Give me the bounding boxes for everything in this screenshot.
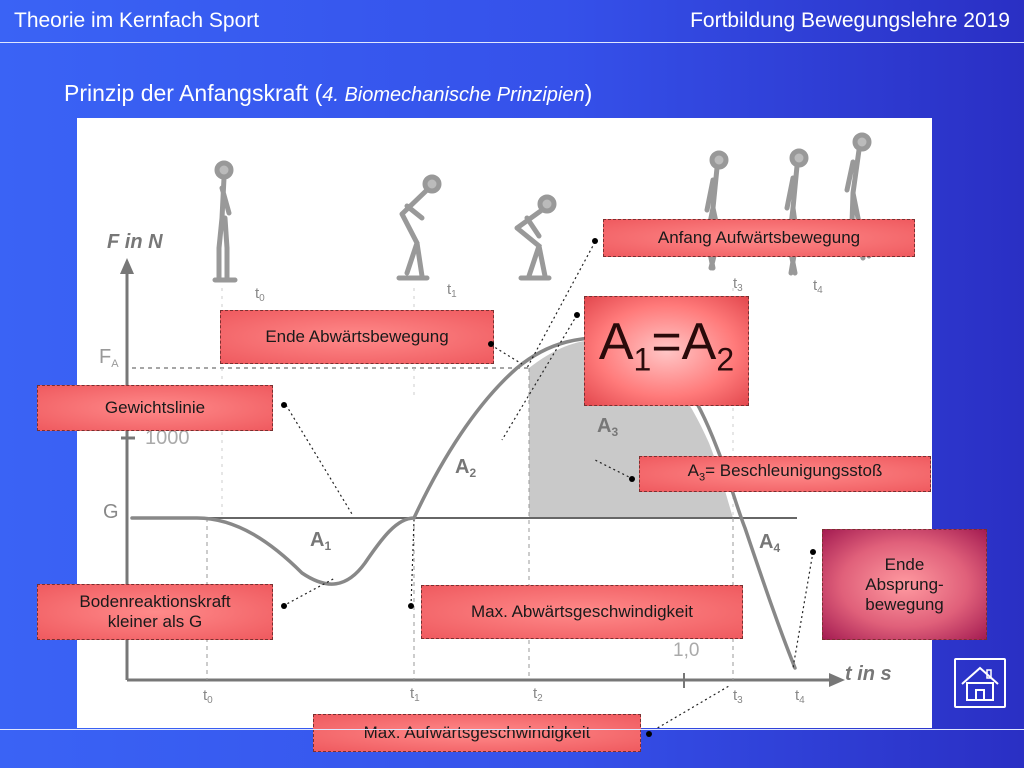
callout-ende-absprung-dot [810, 549, 816, 555]
callout-max-aufwaerts-dot [646, 731, 652, 737]
leader-a3 [594, 459, 634, 480]
leader-gewichtslinie [285, 404, 353, 515]
area-label-a4: A4 [759, 531, 780, 555]
callout-anfang-aufwaerts: Anfang Aufwärtsbewegung [603, 219, 915, 257]
time-label-t1: t1 [410, 685, 420, 704]
y-axis-arrow [120, 258, 134, 274]
callout-ende-abwaerts: Ende Abwärtsbewegung [220, 310, 494, 364]
callout-a3-dot [629, 476, 635, 482]
slide-title-main: Prinzip der Anfangskraft ( [64, 80, 323, 106]
event-title: Fortbildung Bewegungslehre 2019 [690, 9, 1010, 32]
callout-anfang-aufwaerts-text: Anfang Aufwärtsbewegung [657, 228, 861, 247]
time-label-t0: t0 [203, 687, 213, 706]
time-label-t4-top: t4 [813, 277, 823, 296]
callout-a3-beschleunigungsstoss: A3= Beschleunigungsstoß [639, 456, 931, 492]
time-label-t2: t2 [533, 685, 543, 704]
callout-ende-abwaerts-dot [488, 341, 494, 347]
figure-t4 [784, 148, 809, 276]
home-button[interactable] [954, 658, 1006, 708]
leader-bodenreaktion [282, 577, 336, 607]
area-label-a3: A3 [597, 415, 618, 439]
area-label-a1: A1 [310, 529, 331, 553]
slide-title-close: ) [584, 80, 593, 106]
callout-bodenreaktionskraft-dot [281, 603, 287, 609]
leader-equation [501, 314, 578, 441]
callout-anfang-aufwaerts-dot [592, 238, 598, 244]
x-axis-label: t in s [845, 663, 892, 685]
figure-t3 [704, 150, 729, 271]
time-label-t4: t4 [795, 687, 805, 706]
tick-1-0-label: 1,0 [673, 640, 699, 661]
course-title: Theorie im Kernfach Sport [14, 9, 260, 32]
leader-anfang [526, 241, 596, 369]
leader-max-abwaerts [410, 519, 415, 607]
time-label-t3: t3 [733, 687, 743, 706]
leader-max-aufwaerts [656, 685, 730, 728]
time-label-t1-top: t1 [447, 281, 457, 300]
callout-max-abwaerts-text: Max. Abwärtsgeschwindigkeit [470, 602, 694, 621]
figure-t2 [514, 194, 557, 281]
y-axis-label: F in N [107, 231, 163, 253]
callout-max-aufwaertsgeschwindigkeit: Max. Aufwärtsgeschwindigkeit [313, 714, 641, 752]
slide-title-sub: 4. Biomechanische Prinzipien [322, 84, 585, 106]
area-label-a2: A2 [455, 456, 476, 480]
callout-max-aufwaerts-text: Max. Aufwärtsgeschwindigkeit [363, 723, 591, 742]
fa-label: FA [99, 346, 119, 370]
header-bar: Theorie im Kernfach Sport Fortbildung Be… [0, 0, 1024, 42]
equation-dot [574, 312, 580, 318]
figure-t5 [844, 132, 872, 261]
time-label-t0-top: t0 [255, 285, 265, 304]
callout-ende-abwaerts-text: Ende Abwärtsbewegung [265, 327, 449, 346]
leader-ende-absprung [792, 551, 814, 669]
callout-gewichtslinie-text: Gewichtslinie [104, 398, 206, 417]
footer-divider [0, 729, 1024, 730]
home-icon [961, 666, 999, 701]
time-label-t3-top: t3 [733, 275, 743, 294]
leader-ende-abwaerts [490, 344, 523, 365]
x-axis-arrow [829, 673, 845, 687]
force-curve [130, 336, 797, 670]
tick-1000-label: 1000 [145, 427, 190, 449]
figure-t1 [396, 174, 442, 281]
equation-text: A1=A2 [598, 313, 735, 378]
callout-gewichtslinie-dot [281, 402, 287, 408]
equation-a1-a2: A1=A2 [584, 296, 749, 406]
callout-max-abwaerts-dot [408, 603, 414, 609]
callout-a3-text: A3= Beschleunigungsstoß [687, 460, 883, 484]
callout-max-abwaertsgeschwindigkeit: Max. Abwärtsgeschwindigkeit [421, 585, 743, 639]
slide-title: Prinzip der Anfangskraft (4. Biomechanis… [64, 80, 592, 107]
jump-phase-figures [212, 132, 872, 283]
callout-gewichtslinie: Gewichtslinie [37, 385, 273, 431]
g-label: G [103, 501, 119, 523]
figure-t0 [212, 160, 238, 283]
header-divider [0, 42, 1024, 43]
